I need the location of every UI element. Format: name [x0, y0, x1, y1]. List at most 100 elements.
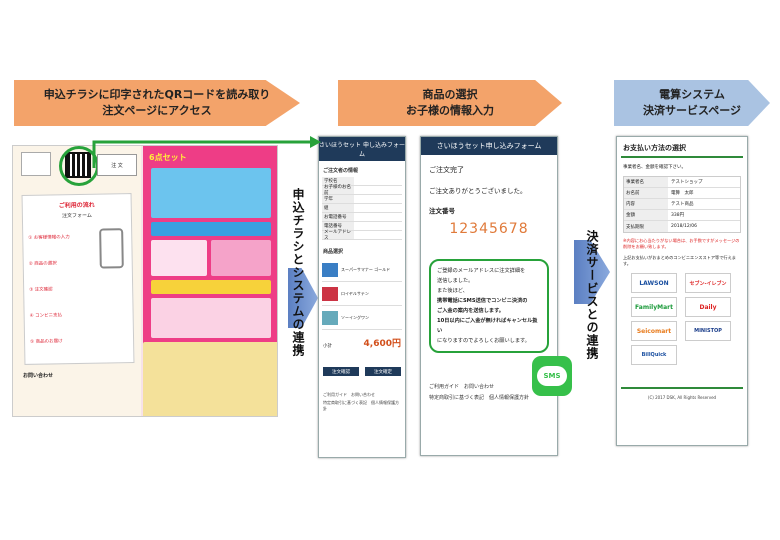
flyer-label-card	[21, 152, 51, 176]
product-name: スーパーサマナー ゴールド	[341, 266, 391, 272]
summary-row: 事業者名テストショップ	[624, 177, 740, 188]
field-label: 学校名	[322, 177, 354, 185]
form-field-row[interactable]: お子様のお名前	[322, 185, 402, 196]
summary-value: テスト商品	[671, 202, 694, 207]
store-logo-grid: LAWSON セブン-イレブン FamilyMart Daily Seicoma…	[617, 273, 747, 383]
payment-note: 上記お支払いがおまとめのコンビニエンスストア等で行えます。	[623, 255, 736, 266]
payment-select-screen: お支払い方法の選択 事業者名、金額を確認下さい。 事業者名テストショップ お名前…	[616, 136, 748, 446]
product-image	[151, 240, 207, 276]
flyer-right-title: 6点セット	[149, 153, 187, 162]
order-form-fields: 学校名 お子様のお名前 学年 組 お電話番号 電話番号 メールアドレス	[322, 177, 402, 241]
product-item[interactable]: ロイヤルサテン	[322, 282, 402, 306]
connector-label-1: 申込チラシとシステムの連携	[291, 188, 305, 357]
order-form-header: さいほうセット 申し込みフォーム	[319, 137, 405, 161]
flyer-flow-card: ご利用の流れ 注文フォーム ① お客様情報の入力 ② 商品の選択 ③ 注文確認 …	[21, 193, 135, 365]
payment-title: お支払い方法の選択	[623, 144, 686, 152]
order-buttons: 注文確認 注文確定	[323, 367, 401, 376]
product-name: ソーイングワン	[341, 314, 369, 320]
form-field-row[interactable]: 学年	[322, 195, 402, 204]
subtotal-label: 小計	[323, 344, 332, 349]
ministop-logo[interactable]: MINISTOP	[685, 321, 731, 341]
payment-title-rule	[621, 156, 743, 158]
flyer-left-panel: 注 文 ご利用の流れ 注文フォーム ① お客様情報の入力 ② 商品の選択 ③ 注…	[13, 146, 141, 416]
product-thumb	[322, 262, 338, 277]
sms-notice-box: ご登録のメールアドレスに注文詳細を 送信しました。 また後ほど、 携帯電話にSM…	[429, 259, 549, 353]
flyer-step: ③ 注文確認	[29, 287, 53, 293]
summary-key: 内容	[624, 199, 668, 209]
lawson-logo[interactable]: LAWSON	[631, 273, 677, 293]
notice-line: ご入金の案内を送信します。	[437, 308, 504, 314]
flyer-step: ④ コンビニ支払	[29, 313, 63, 319]
summary-value: 電算 太郎	[671, 191, 694, 196]
form-field-row[interactable]: メールアドレス	[322, 230, 402, 241]
product-image	[211, 240, 271, 276]
phone-icon	[99, 228, 124, 269]
field-label: お子様のお名前	[322, 185, 354, 196]
footer-links-1[interactable]: ご利用ガイド お問い合わせ	[429, 384, 495, 390]
form-field-row[interactable]: 学校名	[322, 177, 402, 186]
summary-row: 内容テスト商品	[624, 199, 740, 210]
familymart-logo[interactable]: FamilyMart	[631, 297, 677, 317]
order-flyer: 注 文 ご利用の流れ 注文フォーム ① お客様情報の入力 ② 商品の選択 ③ 注…	[12, 145, 278, 417]
form-field-row[interactable]: 電話番号	[322, 222, 402, 231]
banner-product-line2: お子様の情報入力	[406, 104, 494, 117]
product-item[interactable]: ソーイングワン	[322, 306, 402, 330]
summary-key: 事業者名	[624, 177, 668, 187]
field-label: 電話番号	[322, 222, 354, 230]
copyright: (C) 2017 DSK, All Rights Reserved	[647, 395, 717, 400]
flyer-footer: お問い合わせ	[23, 373, 54, 379]
notice-line: ご登録のメールアドレスに注文詳細を	[437, 268, 526, 274]
submit-order-button[interactable]: 注文確定	[365, 367, 401, 376]
payment-warning: ※内容にお心当たりがない場合は、お手数ですがメッセージの削除をお願い致します。	[623, 238, 740, 249]
payment-lead: 事業者名、金額を確認下さい。	[623, 165, 686, 170]
footer-links-2[interactable]: 特定商取引に基づく表記 個人情報保護方針	[323, 400, 399, 411]
summary-value: 338円	[671, 213, 685, 218]
form-field-row[interactable]: お電話番号	[322, 213, 402, 222]
banner-qr-line1: 申込チラシに印字されたQRコードを読み取り	[43, 88, 271, 101]
field-label: お電話番号	[322, 213, 354, 221]
footer-links-1[interactable]: ご利用ガイド お問い合わせ	[323, 392, 375, 397]
flyer-step: ⑤ 商品のお届け	[30, 339, 63, 345]
product-image	[143, 342, 277, 416]
product-thumb	[322, 286, 338, 301]
confirm-order-button[interactable]: 注文確認	[323, 367, 359, 376]
notice-line: 携帯電話にSMS送信でコンビニ決済の	[437, 298, 528, 304]
flyer-form-title: ご利用の流れ	[58, 201, 95, 210]
seicomart-logo[interactable]: Seicomart	[631, 321, 677, 341]
footer-links-2[interactable]: 特定商取引に基づく表記 個人情報保護方針	[429, 395, 530, 401]
flyer-right-panel: 6点セット	[143, 146, 277, 416]
product-image	[151, 168, 271, 218]
banner-payment-line1: 電算システム	[659, 88, 725, 101]
product-list: スーパーサマナー ゴールド ロイヤルサテン ソーイングワン	[322, 258, 402, 330]
product-image	[151, 298, 271, 338]
banner-qr-line2: 注文ページにアクセス	[102, 104, 212, 117]
banner-payment-system: 電算システム 決済サービスページ	[614, 80, 770, 126]
order-number: 12345678	[449, 221, 529, 237]
summary-row: お名前電算 太郎	[624, 188, 740, 199]
summary-value: 2018/12/06	[671, 224, 697, 229]
banner-payment-line2: 決済サービスページ	[642, 104, 741, 117]
order-form-section2: 商品選択	[323, 249, 344, 255]
billquick-logo[interactable]: BillQuick	[631, 345, 677, 365]
notice-line: になりますのでよろしくお願いします。	[437, 338, 530, 344]
complete-title: ご注文完了	[429, 166, 464, 174]
summary-key: 支払期限	[624, 221, 668, 232]
summary-key: お名前	[624, 188, 668, 198]
order-form-screen: さいほうセット 申し込みフォーム ご注文者の情報 学校名 お子様のお名前 学年 …	[318, 136, 406, 458]
product-banner	[151, 280, 271, 294]
form-field-row[interactable]: 組	[322, 204, 402, 213]
daily-logo[interactable]: Daily	[685, 297, 731, 317]
banner-product-line1: 商品の選択	[422, 88, 478, 101]
field-label: メールアドレス	[322, 230, 354, 241]
seven-eleven-logo[interactable]: セブン-イレブン	[685, 273, 731, 293]
product-thumb	[322, 310, 338, 325]
summary-key: 金額	[624, 210, 668, 220]
order-form-section1: ご注文者の情報	[323, 168, 359, 174]
product-item[interactable]: スーパーサマナー ゴールド	[322, 258, 402, 282]
field-label: 学年	[322, 195, 354, 203]
product-banner	[151, 222, 271, 236]
sms-label: SMS	[537, 366, 567, 386]
connector-label-2: 決済サービスとの連携	[585, 230, 599, 360]
